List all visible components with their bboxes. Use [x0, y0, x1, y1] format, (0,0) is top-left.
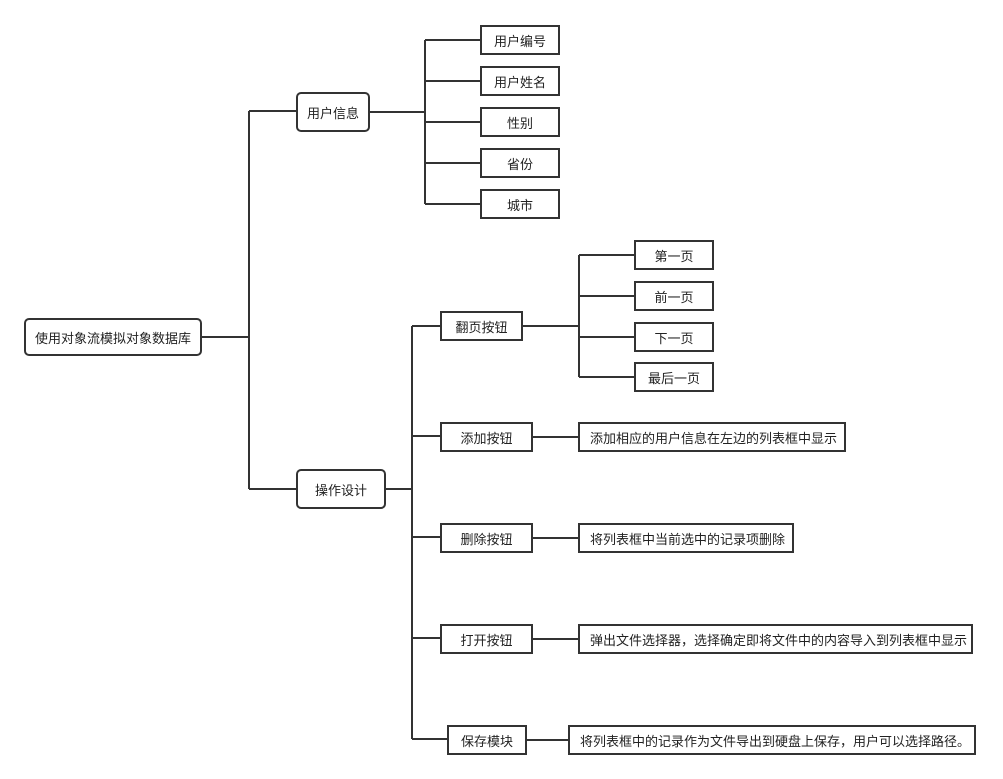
- page-first[interactable]: 第一页: [634, 240, 714, 270]
- delete-note: 将列表框中当前选中的记录项删除: [578, 523, 794, 553]
- field-gender[interactable]: 性别: [480, 107, 560, 137]
- open-note: 弹出文件选择器，选择确定即将文件中的内容导入到列表框中显示: [578, 624, 973, 654]
- add-note: 添加相应的用户信息在左边的列表框中显示: [578, 422, 846, 452]
- field-user-id[interactable]: 用户编号: [480, 25, 560, 55]
- user-info-node[interactable]: 用户信息: [296, 92, 370, 132]
- add-button-node[interactable]: 添加按钮: [440, 422, 533, 452]
- operations-node[interactable]: 操作设计: [296, 469, 386, 509]
- paging-button-node[interactable]: 翻页按钮: [440, 311, 523, 341]
- open-button-node[interactable]: 打开按钮: [440, 624, 533, 654]
- save-note: 将列表框中的记录作为文件导出到硬盘上保存，用户可以选择路径。: [568, 725, 976, 755]
- save-module-node[interactable]: 保存模块: [447, 725, 527, 755]
- page-prev[interactable]: 前一页: [634, 281, 714, 311]
- root-node[interactable]: 使用对象流模拟对象数据库: [24, 318, 202, 356]
- field-province[interactable]: 省份: [480, 148, 560, 178]
- page-next[interactable]: 下一页: [634, 322, 714, 352]
- field-city[interactable]: 城市: [480, 189, 560, 219]
- field-user-name[interactable]: 用户姓名: [480, 66, 560, 96]
- delete-button-node[interactable]: 删除按钮: [440, 523, 533, 553]
- page-last[interactable]: 最后一页: [634, 362, 714, 392]
